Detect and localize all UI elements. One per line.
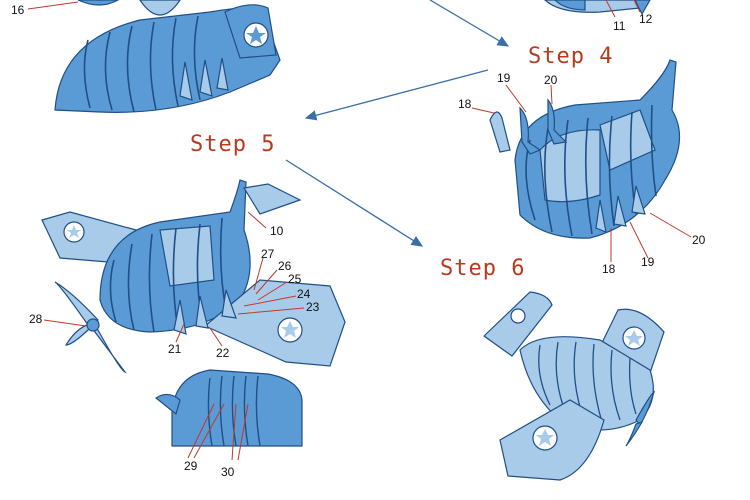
plane-step5-detail xyxy=(154,369,303,447)
plane-partial-top-left xyxy=(54,0,281,113)
leader-lines xyxy=(27,0,692,461)
part-label-23: 23 xyxy=(306,300,320,314)
part-label-19-bottom: 19 xyxy=(641,255,655,269)
part-label-25: 25 xyxy=(288,272,302,286)
part-label-29: 29 xyxy=(184,459,198,473)
plane-step6 xyxy=(483,291,665,481)
arrow-step5-to-step6 xyxy=(285,159,424,247)
step5-title: Step 5 xyxy=(190,132,276,157)
part-label-18-bottom: 18 xyxy=(602,262,616,276)
part-label-26: 26 xyxy=(278,259,292,273)
part-label-22: 22 xyxy=(216,346,230,360)
plane-partial-top-right xyxy=(544,0,651,16)
part-label-20-top: 20 xyxy=(544,73,558,87)
step6-title: Step 6 xyxy=(440,256,526,281)
flow-arrows xyxy=(285,0,510,247)
step4-title: Step 4 xyxy=(528,44,614,69)
part-label-10: 10 xyxy=(270,224,284,238)
part-label-16: 16 xyxy=(11,3,25,17)
part-label-30: 30 xyxy=(221,465,235,479)
arrow-step4-to-step5 xyxy=(304,69,489,121)
part-label-28: 28 xyxy=(29,312,43,326)
part-label-20-bottom: 20 xyxy=(692,233,706,247)
part-label-12: 12 xyxy=(639,12,653,26)
part-label-18-top: 18 xyxy=(458,97,472,111)
plane-step4 xyxy=(489,59,681,239)
part-label-11: 11 xyxy=(613,19,626,33)
part-label-27: 27 xyxy=(261,247,275,261)
part-label-21: 21 xyxy=(168,342,182,356)
arrow-step3-to-step4 xyxy=(429,0,510,47)
part-label-24: 24 xyxy=(297,287,311,301)
part-label-19-top: 19 xyxy=(497,71,511,85)
